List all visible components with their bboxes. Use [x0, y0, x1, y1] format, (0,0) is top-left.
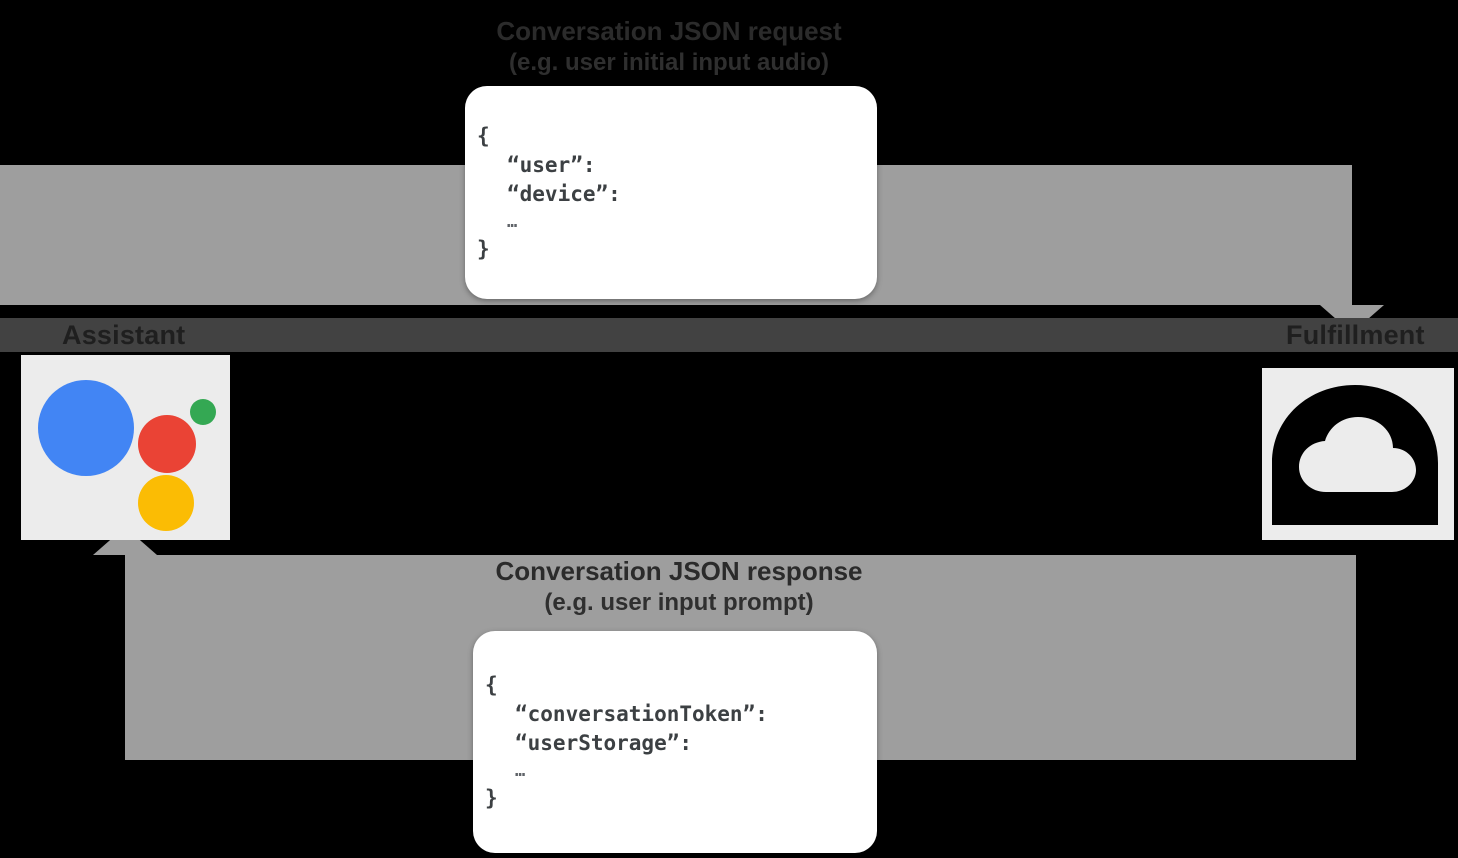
google-assistant-icon-red-dot: [138, 415, 196, 473]
assistant-node-label: Assistant: [62, 320, 186, 350]
response-json-line-storage: “userStorage”:: [515, 731, 693, 755]
response-json-close-brace: }: [485, 786, 498, 810]
google-assistant-icon-green-dot: [190, 399, 216, 425]
google-assistant-icon-blue-dot: [38, 380, 134, 476]
center-rail: [0, 318, 1458, 352]
request-caption-line1: Conversation JSON request: [496, 16, 842, 46]
cloud-functions-icon: [1272, 385, 1438, 525]
response-caption-line1: Conversation JSON response: [495, 556, 863, 586]
response-json-open-brace: {: [485, 673, 498, 697]
response-json-card: { “conversationToken”: “userStorage”: … …: [473, 631, 877, 853]
request-json-line-device: “device”:: [507, 182, 621, 206]
request-caption-line2: (e.g. user initial input audio): [508, 49, 829, 76]
request-json-ellipsis: …: [507, 212, 518, 232]
response-json-ellipsis: …: [515, 761, 526, 781]
request-caption: Conversation JSON request (e.g. user ini…: [399, 16, 939, 78]
google-assistant-icon-yellow-dot: [138, 475, 194, 531]
fulfillment-node-label: Fulfillment: [1286, 320, 1425, 350]
request-json-open-brace: {: [477, 124, 490, 148]
request-json-card: { “user”: “device”: … }: [465, 86, 877, 299]
request-json-close-brace: }: [477, 237, 490, 261]
response-caption-line2: (e.g. user input prompt): [544, 589, 814, 616]
response-caption: Conversation JSON response (e.g. user in…: [399, 556, 959, 618]
response-json-line-token: “conversationToken”:: [515, 702, 768, 726]
request-json-line-user: “user”:: [507, 153, 596, 177]
